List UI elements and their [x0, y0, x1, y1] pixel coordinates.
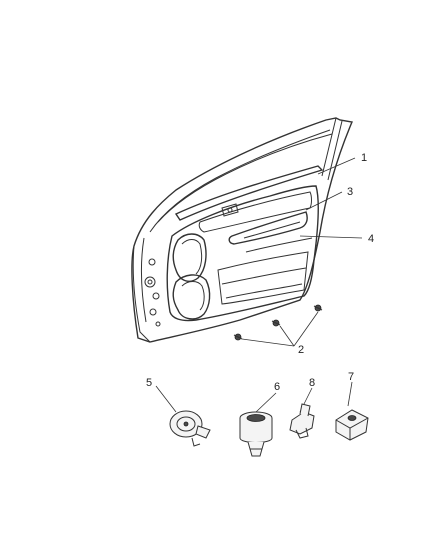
part-7-u-nut — [335, 409, 369, 441]
fastener-push-pin-a — [313, 304, 323, 312]
fastener-push-pin-b — [271, 319, 281, 327]
part-5-push-retainer — [169, 410, 211, 447]
front-door-assembly — [131, 117, 353, 343]
trim-panel-fasteners — [233, 304, 323, 341]
callout-3: 3 — [347, 186, 353, 198]
part-8-clip — [289, 403, 315, 439]
door-trim-panel — [166, 185, 319, 322]
callout-1: 1 — [361, 152, 367, 164]
callout-7: 7 — [348, 371, 354, 383]
callout-2: 2 — [298, 344, 304, 356]
leader-lines — [155, 157, 363, 413]
part-6-grommet — [239, 411, 273, 457]
callout-5: 5 — [146, 377, 152, 389]
callout-6: 6 — [274, 381, 280, 393]
fastener-push-pin-c — [233, 333, 243, 341]
callout-4: 4 — [368, 233, 374, 245]
callout-8: 8 — [309, 377, 315, 389]
